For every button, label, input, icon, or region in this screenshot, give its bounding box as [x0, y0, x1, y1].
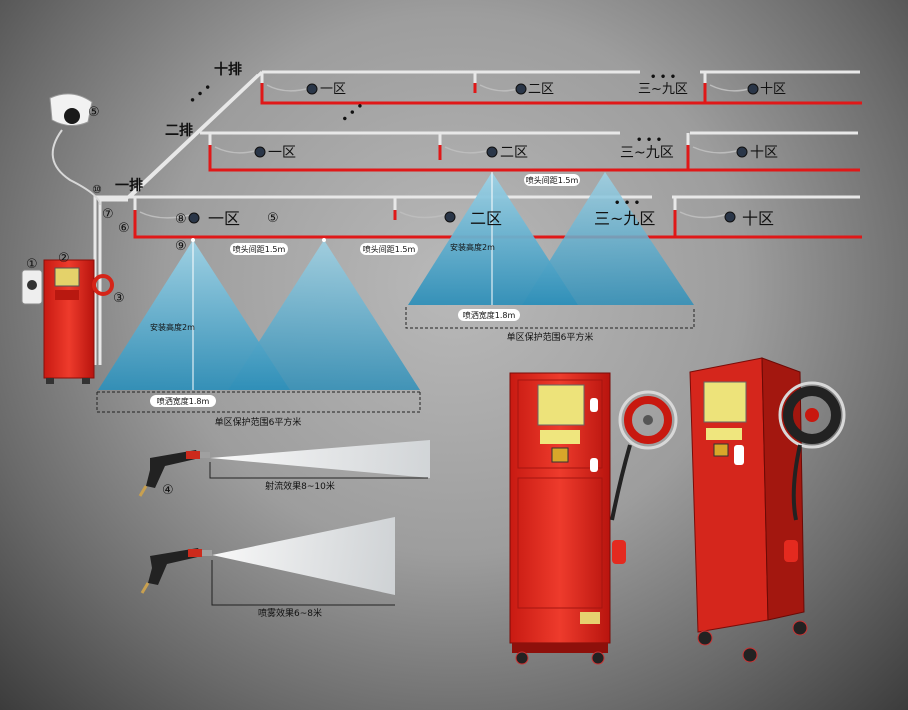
- red-pipes: [133, 83, 862, 239]
- mist-effect-label: 喷雾效果6~8米: [258, 607, 322, 619]
- power-socket-icon: [21, 269, 43, 305]
- callout-5-pipe: ⑤: [267, 211, 279, 226]
- row-label-2: 二排: [165, 122, 193, 139]
- install-height-label-a: 安装高度2m: [150, 322, 195, 332]
- callout-10: ⑩: [92, 183, 102, 196]
- white-pipes: [51, 70, 860, 365]
- camera-icon: [49, 93, 93, 126]
- zone-coverage-label-a: 单区保护范围6平方米: [215, 416, 302, 428]
- row-label-1: 一排: [115, 177, 143, 194]
- zone-2-row2: 二区: [500, 145, 528, 161]
- zone-1-row10: 一区: [320, 82, 346, 97]
- nozzle-spacing-label-c: 喷头间距1.5m: [526, 175, 579, 185]
- callout-6: ⑥: [118, 221, 130, 236]
- install-height-label-b: 安装高度2m: [450, 242, 495, 252]
- callout-1: ①: [26, 257, 38, 272]
- nozzle-spacing-label-b: 喷头间距1.5m: [363, 244, 416, 254]
- jet-spray: [209, 440, 430, 479]
- water-gun-icon: [138, 450, 212, 594]
- row-label-10: 十排: [214, 61, 242, 78]
- callout-3: ③: [113, 291, 125, 306]
- ellipsis-r1: • • •: [614, 198, 640, 209]
- spray-cones-row1: [98, 238, 420, 390]
- nozzle-spacing-label-a: 喷头间距1.5m: [233, 244, 286, 254]
- callout-9: ⑨: [175, 239, 187, 254]
- jet-effect-label: 射流效果8~10米: [265, 480, 335, 492]
- zone-3-9-row2: 三~九区: [620, 145, 674, 161]
- spray-cones-row2: [408, 172, 694, 305]
- nozzle-icons: [188, 83, 759, 224]
- cabinet-front: [509, 372, 678, 665]
- cabinet-side: [689, 357, 846, 663]
- zone-2-row1: 二区: [470, 209, 502, 228]
- small-cabinet: [43, 259, 114, 384]
- callout-8: ⑧: [175, 212, 187, 227]
- ellipsis-r10: • • •: [650, 72, 676, 83]
- zone-3-9-row10: 三~九区: [638, 82, 688, 97]
- spray-width-label-b: 喷洒宽度1.8m: [463, 310, 516, 320]
- callout-2: ②: [58, 251, 70, 266]
- zone-10-row10: 十区: [760, 82, 786, 97]
- ellipsis-row-a: • • •: [187, 82, 214, 107]
- dimension-lines: [96, 307, 695, 413]
- zone-10-row1: 十区: [742, 209, 774, 228]
- callout-4: ④: [162, 483, 174, 498]
- callout-7: ⑦: [102, 207, 114, 222]
- spray-width-label-a: 喷洒宽度1.8m: [157, 396, 210, 406]
- zone-3-9-row1: 三~九区: [594, 209, 655, 228]
- zone-2-row10: 二区: [528, 82, 554, 97]
- zone-1-row1: 一区: [208, 209, 240, 228]
- mist-spray: [211, 517, 395, 606]
- zone-10-row2: 十区: [750, 145, 778, 161]
- ellipsis-r2: • • •: [636, 135, 662, 146]
- zone-coverage-label-b: 单区保护范围6平方米: [507, 331, 594, 343]
- zone-1-row2: 一区: [268, 145, 296, 161]
- callout-5-camera: ⑤: [88, 105, 100, 120]
